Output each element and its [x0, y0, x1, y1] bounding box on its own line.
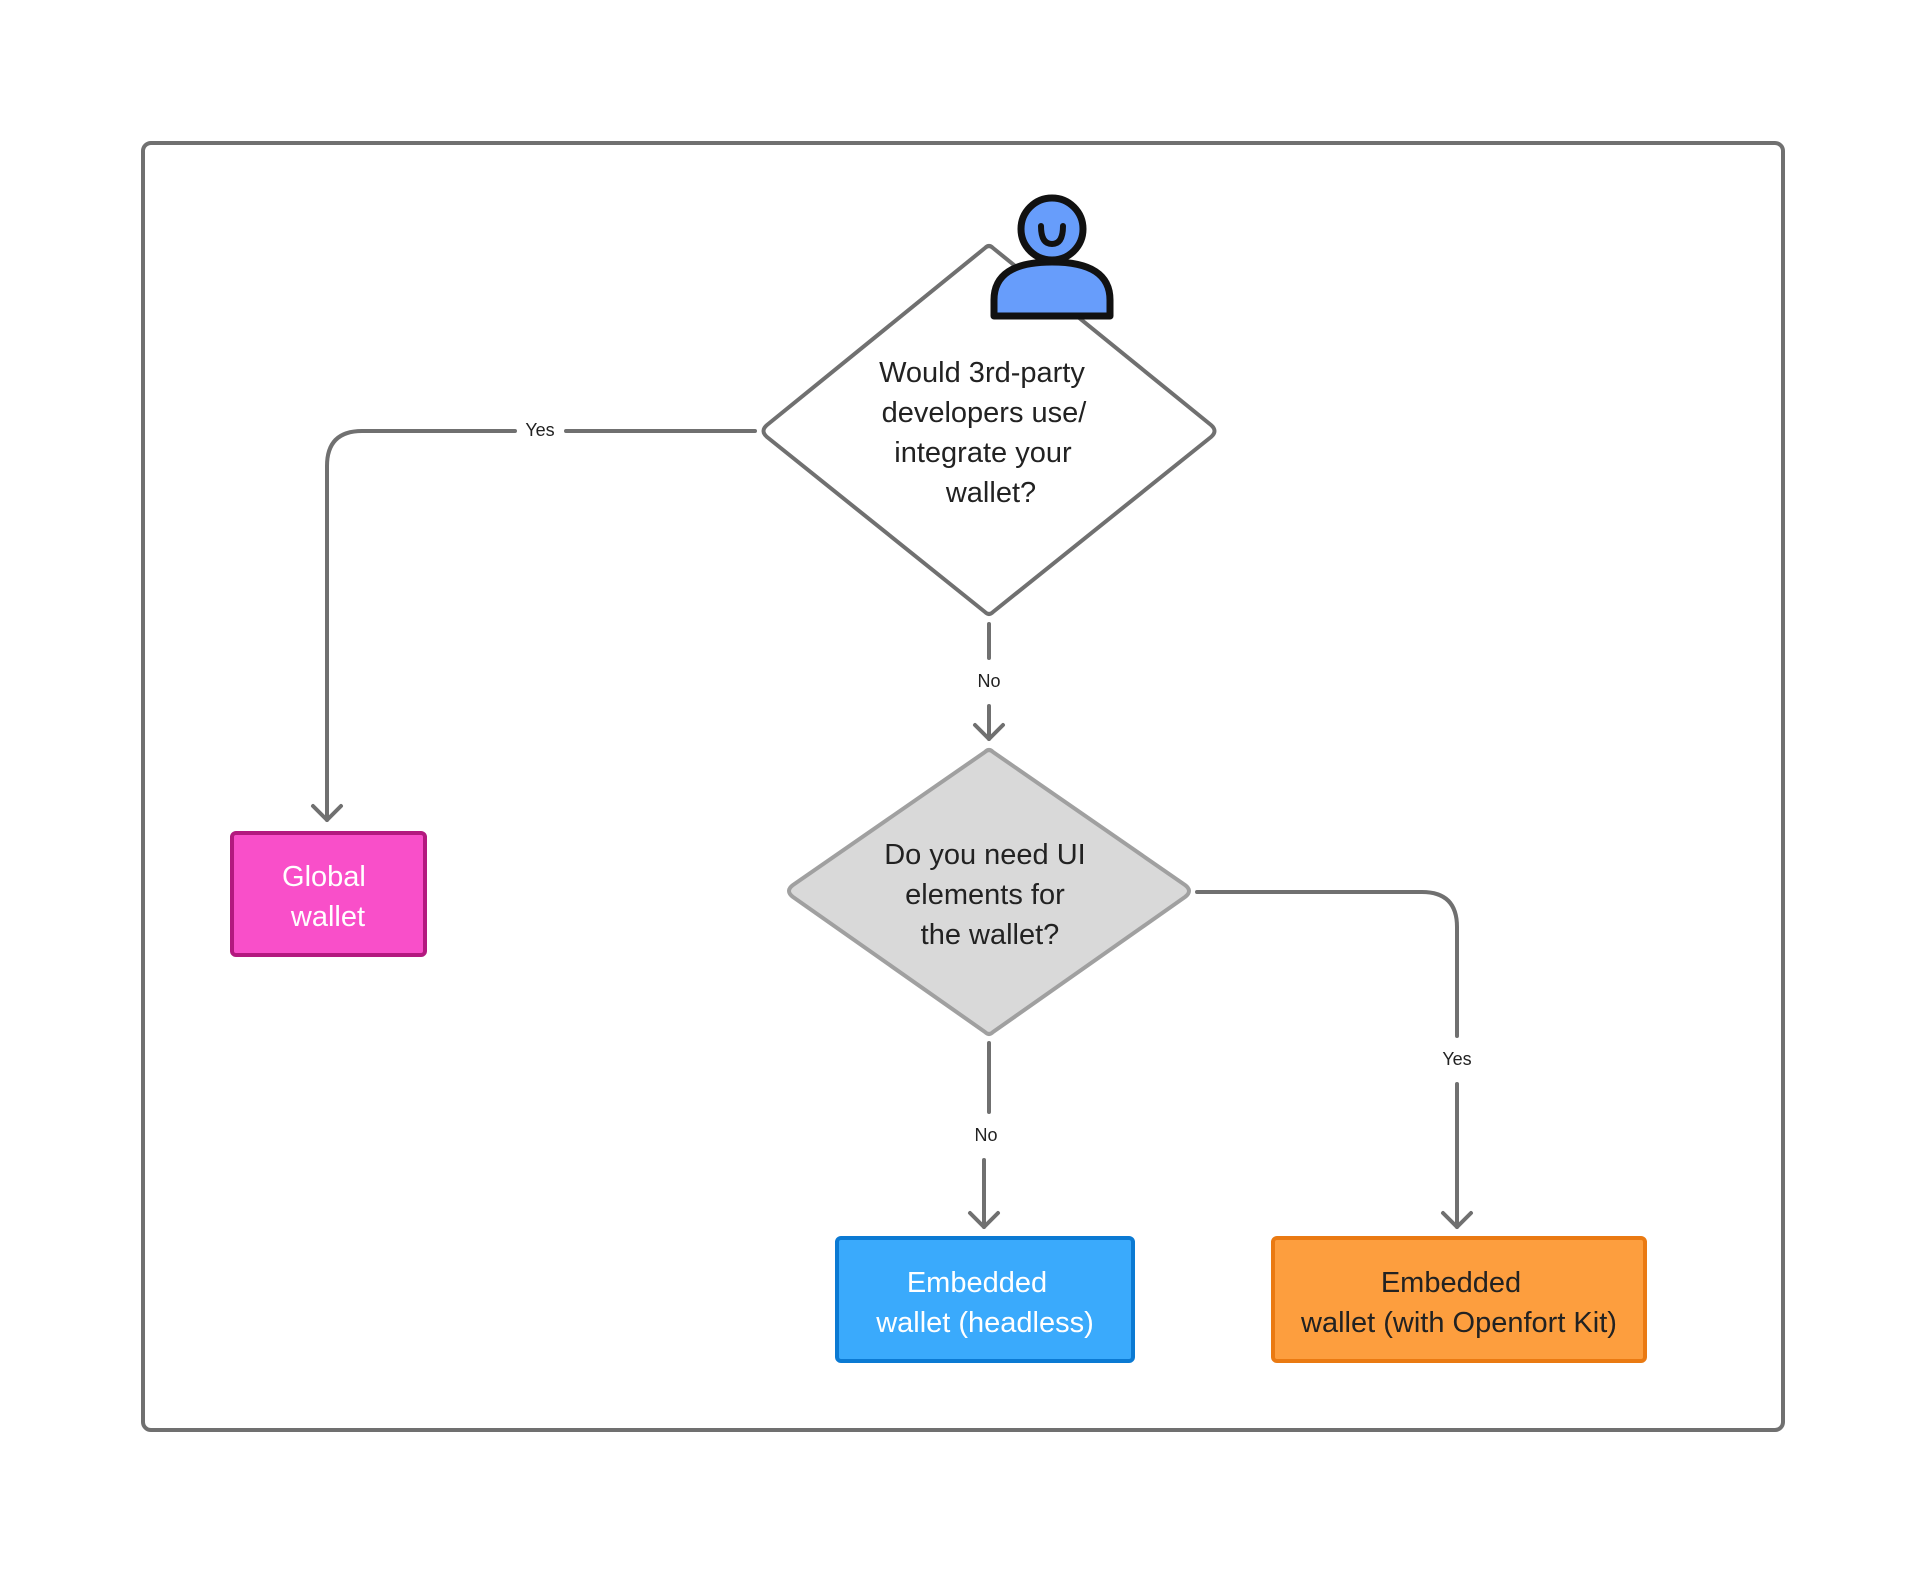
arrowhead-headless-wallet [968, 1211, 1000, 1229]
edge-label-yes-global: Yes [525, 420, 554, 440]
edge-label-no-headless: No [974, 1125, 997, 1145]
decision-third-party-text: Would 3rd-party developers use/ integrat… [879, 357, 1094, 509]
edge-label-yes-kit: Yes [1442, 1049, 1471, 1069]
decision-ui-elements-diamond [787, 748, 1191, 1036]
edge-no-to-headless-wallet [982, 1041, 991, 1229]
outcome-global-wallet-text: Global wallet [282, 861, 374, 933]
arrowhead-global-wallet [311, 804, 343, 822]
decision-third-party[interactable]: Would 3rd-party developers use/ integrat… [761, 244, 1217, 616]
outcome-kit-wallet-box [1271, 1236, 1647, 1363]
edge-yes-to-kit-wallet [1195, 890, 1459, 1229]
outcome-global-wallet[interactable]: Global wallet [230, 831, 427, 957]
outcome-kit-wallet[interactable]: Embedded wallet (with Openfort Kit) [1271, 1236, 1647, 1363]
decision-ui-elements-text: Do you need UI elements for the wallet? [884, 839, 1094, 951]
arrowhead-ui-decision [973, 723, 1005, 741]
decision-third-party-diamond [761, 244, 1217, 616]
outcome-headless-wallet-box [835, 1236, 1135, 1363]
edge-label-no-decision2: No [977, 671, 1000, 691]
decision-ui-elements[interactable]: Do you need UI elements for the wallet? [787, 748, 1191, 1036]
arrowhead-kit-wallet [1441, 1211, 1473, 1229]
outcome-global-wallet-box [230, 831, 427, 957]
user-icon [990, 194, 1114, 320]
edge-yes-to-global-wallet [325, 429, 757, 822]
outcome-kit-wallet-text: Embedded wallet (with Openfort Kit) [1300, 1267, 1617, 1339]
outcome-headless-wallet-text: Embedded wallet (headless) [875, 1267, 1094, 1339]
outcome-headless-wallet[interactable]: Embedded wallet (headless) [835, 1236, 1135, 1363]
